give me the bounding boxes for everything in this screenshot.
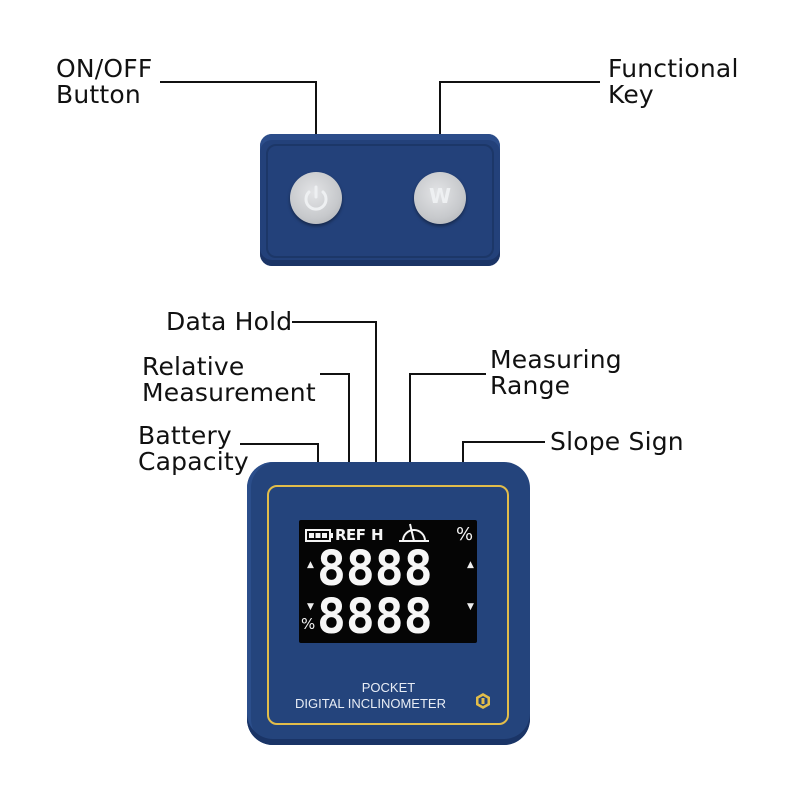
label-functional-line2: Key — [608, 80, 654, 109]
label-on-off-line2: Button — [56, 80, 141, 109]
label-battery-line1: Battery — [138, 421, 232, 450]
hold-indicator: H — [371, 526, 384, 544]
label-relative-line1: Relative — [142, 352, 245, 381]
up-arrow-right-icon: ▲ — [467, 560, 474, 570]
inclinometer-body: REF H % ▲ ▼ ▲ ▼ 8888 8888 % POCKET DIGIT… — [247, 462, 530, 745]
button-panel-rim — [266, 144, 494, 258]
percent-small-indicator: % — [301, 615, 316, 633]
angle-range-icon — [399, 523, 429, 542]
up-arrow-left-icon: ▲ — [307, 560, 314, 570]
label-on-off-button: ON/OFF Button — [56, 56, 152, 108]
label-relative-measurement: Relative Measurement — [142, 354, 316, 406]
digits-row-1: 8888 — [317, 541, 433, 597]
function-key-glyph: W — [428, 184, 452, 208]
brand-logo-icon — [476, 693, 490, 709]
gold-border — [267, 485, 509, 725]
percent-indicator: % — [456, 524, 474, 545]
functional-key-button[interactable]: W — [414, 172, 466, 224]
label-slope-sign: Slope Sign — [550, 427, 684, 456]
leader-data-hold — [292, 321, 377, 525]
label-battery-capacity: Battery Capacity — [138, 423, 249, 475]
power-icon — [304, 185, 328, 211]
label-measuring-line1: Measuring — [490, 345, 622, 374]
down-arrow-left-icon: ▼ — [307, 602, 314, 612]
label-measuring-line2: Range — [490, 371, 571, 400]
battery-icon — [305, 529, 333, 542]
label-functional-line1: Functional — [608, 54, 739, 83]
ref-indicator: REF — [335, 526, 366, 544]
down-arrow-right-icon: ▼ — [467, 602, 474, 612]
label-functional-key: Functional Key — [608, 56, 739, 108]
label-battery-line2: Capacity — [138, 447, 249, 476]
digits-row-2: 8888 — [317, 589, 433, 645]
lcd-screen: REF H % ▲ ▼ ▲ ▼ 8888 8888 % — [299, 520, 477, 643]
device-text-inclinometer: DIGITAL INCLINOMETER — [295, 696, 446, 711]
device-text-pocket: POCKET — [361, 680, 416, 695]
label-on-off-line1: ON/OFF — [56, 54, 153, 83]
label-data-hold: Data Hold — [166, 307, 293, 336]
on-off-button[interactable] — [290, 172, 342, 224]
label-relative-line2: Measurement — [142, 378, 316, 407]
button-panel: W — [260, 134, 500, 266]
label-measuring-range: Measuring Range — [490, 347, 622, 399]
